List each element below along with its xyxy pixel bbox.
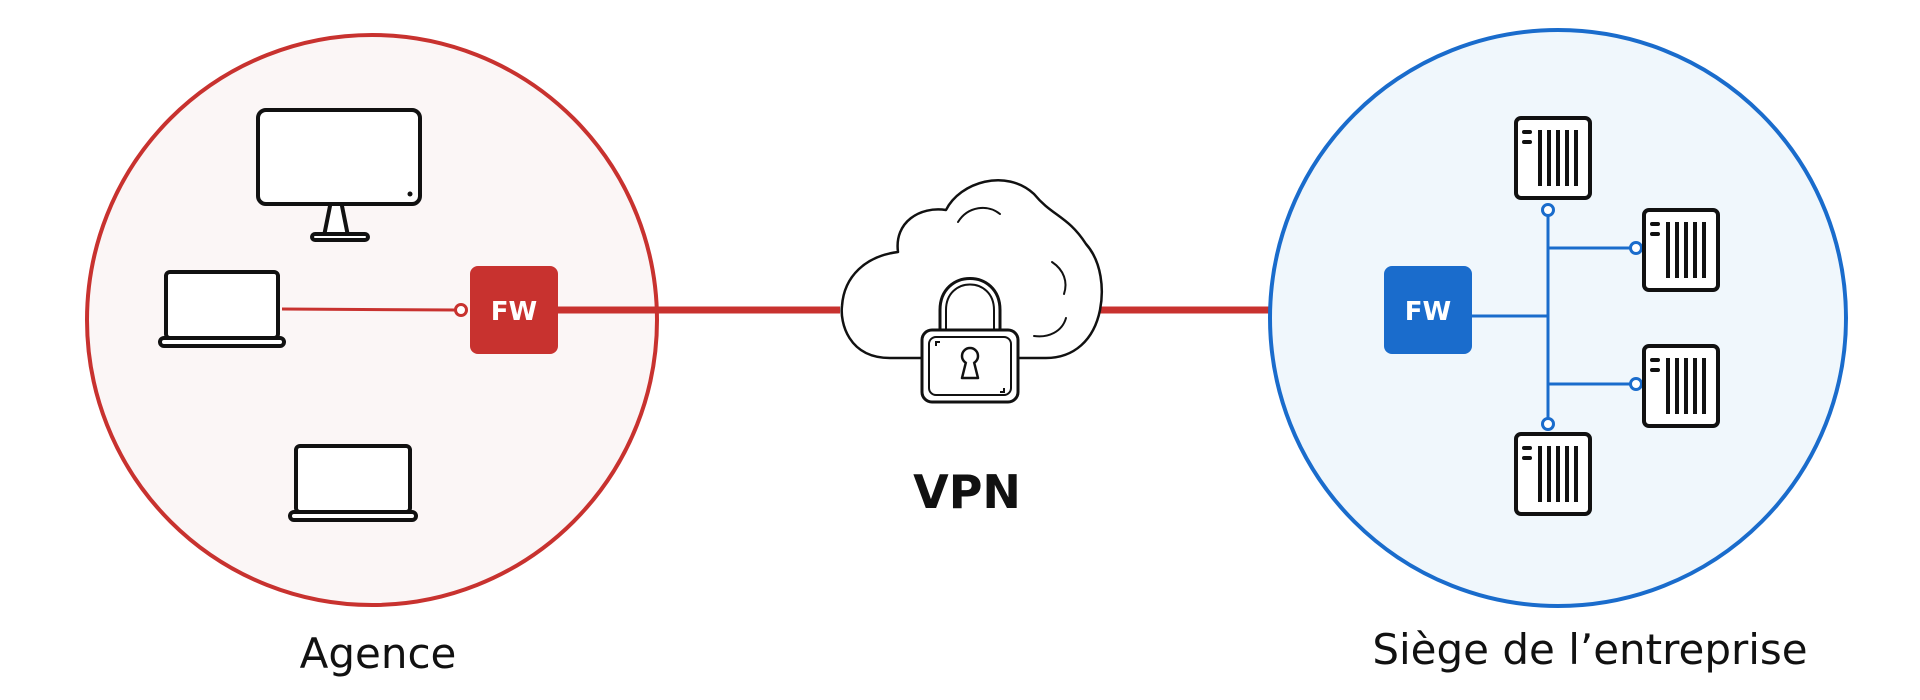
laptop-icon xyxy=(158,270,286,348)
cloud-icon xyxy=(840,179,1103,360)
laptop-icon xyxy=(288,444,418,522)
port-connector xyxy=(1541,417,1555,431)
server-icon xyxy=(1642,208,1720,292)
port-connector xyxy=(454,303,468,317)
vpn-label: VPN xyxy=(913,465,1021,519)
server-icon xyxy=(1514,432,1592,516)
port-connector xyxy=(1629,241,1643,255)
server-icon xyxy=(1514,116,1592,200)
lan-link xyxy=(281,307,457,312)
firewall-label: FW xyxy=(491,297,537,327)
vpn-tunnel: VPN xyxy=(558,179,1387,519)
branch-label: Agence xyxy=(300,629,457,678)
port-connector xyxy=(1629,377,1643,391)
headquarters-label: Siège de l’entreprise xyxy=(1372,625,1807,674)
firewall-label: FW xyxy=(1405,297,1451,327)
branch-firewall: FW xyxy=(470,266,558,354)
branch-site: FW Agence xyxy=(85,33,659,678)
headquarters-zone xyxy=(1268,28,1848,608)
branch-zone xyxy=(85,33,659,607)
server-icon xyxy=(1642,344,1720,428)
headquarters-site: FW Siège de l’entreprise xyxy=(1268,28,1848,674)
port-connector xyxy=(1541,203,1555,217)
headquarters-firewall: FW xyxy=(1384,266,1472,354)
padlock-icon xyxy=(920,277,1020,404)
monitor-icon xyxy=(256,108,422,242)
network-bus xyxy=(1472,203,1643,431)
